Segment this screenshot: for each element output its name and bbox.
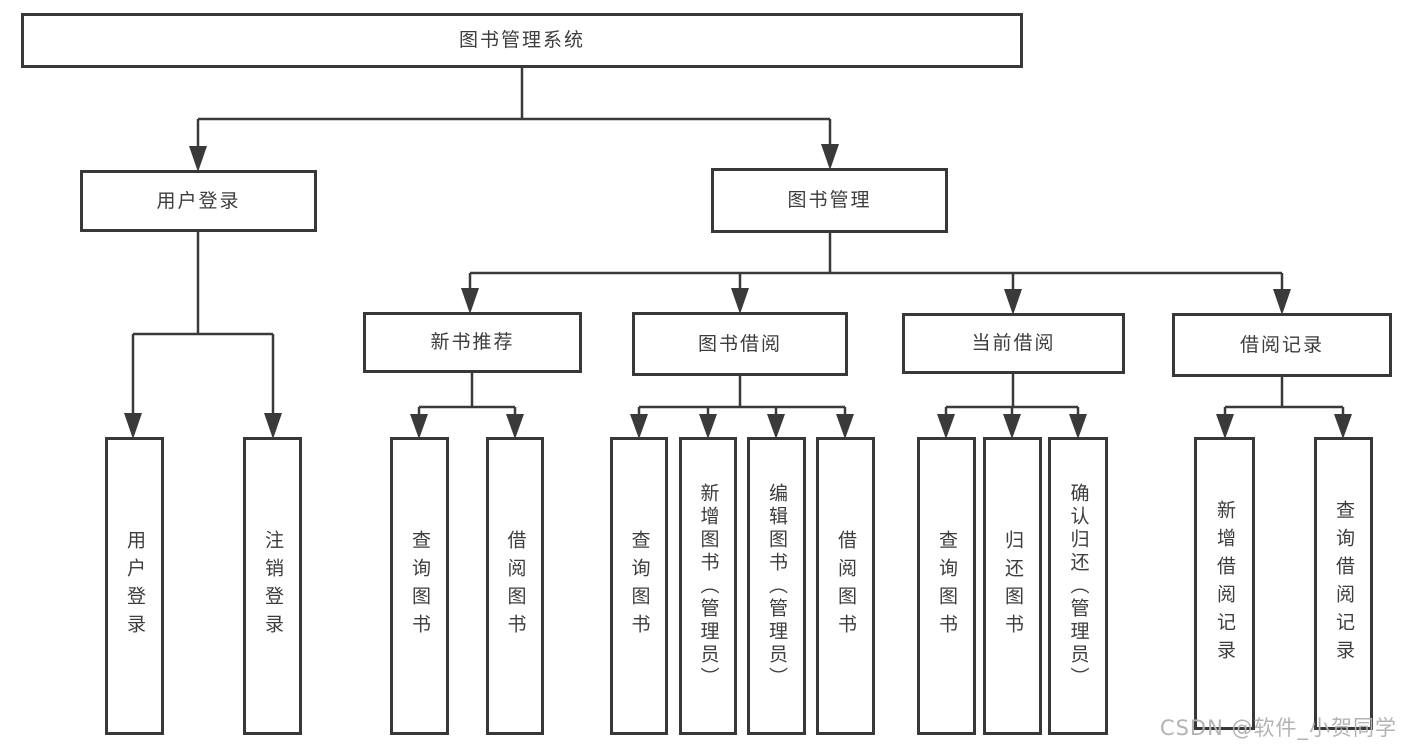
leaf-add-book-admin: 新增图书（管理员） (679, 437, 737, 735)
node-borrowing-records: 借阅记录 (1172, 313, 1392, 377)
leaf-return-books: 归还图书 (983, 437, 1042, 735)
leaf-add-borrow-record: 新增借阅记录 (1194, 437, 1255, 730)
node-root: 图书管理系统 (21, 13, 1023, 68)
node-book-management: 图书管理 (711, 168, 948, 233)
leaf-query-books-borrowing: 查询图书 (610, 437, 668, 735)
leaf-user-login: 用户登录 (105, 437, 164, 735)
node-user-login: 用户登录 (80, 170, 317, 232)
leaf-edit-book-admin: 编辑图书（管理员） (747, 437, 806, 735)
leaf-query-books-recommend: 查询图书 (390, 437, 449, 735)
leaf-borrow-books-borrowing: 借阅图书 (816, 437, 875, 735)
node-new-book-recommendation: 新书推荐 (363, 312, 582, 373)
leaf-logout: 注销登录 (243, 437, 302, 735)
node-current-borrowing: 当前借阅 (902, 313, 1125, 374)
leaf-query-books-current: 查询图书 (917, 437, 976, 735)
watermark: CSDN @软件_小贺同学 (1159, 716, 1397, 740)
leaf-borrow-books-recommend: 借阅图书 (486, 437, 544, 735)
node-book-borrowing: 图书借阅 (632, 312, 848, 376)
leaf-confirm-return-admin: 确认归还（管理员） (1048, 437, 1108, 735)
leaf-query-borrow-record: 查询借阅记录 (1314, 437, 1373, 730)
